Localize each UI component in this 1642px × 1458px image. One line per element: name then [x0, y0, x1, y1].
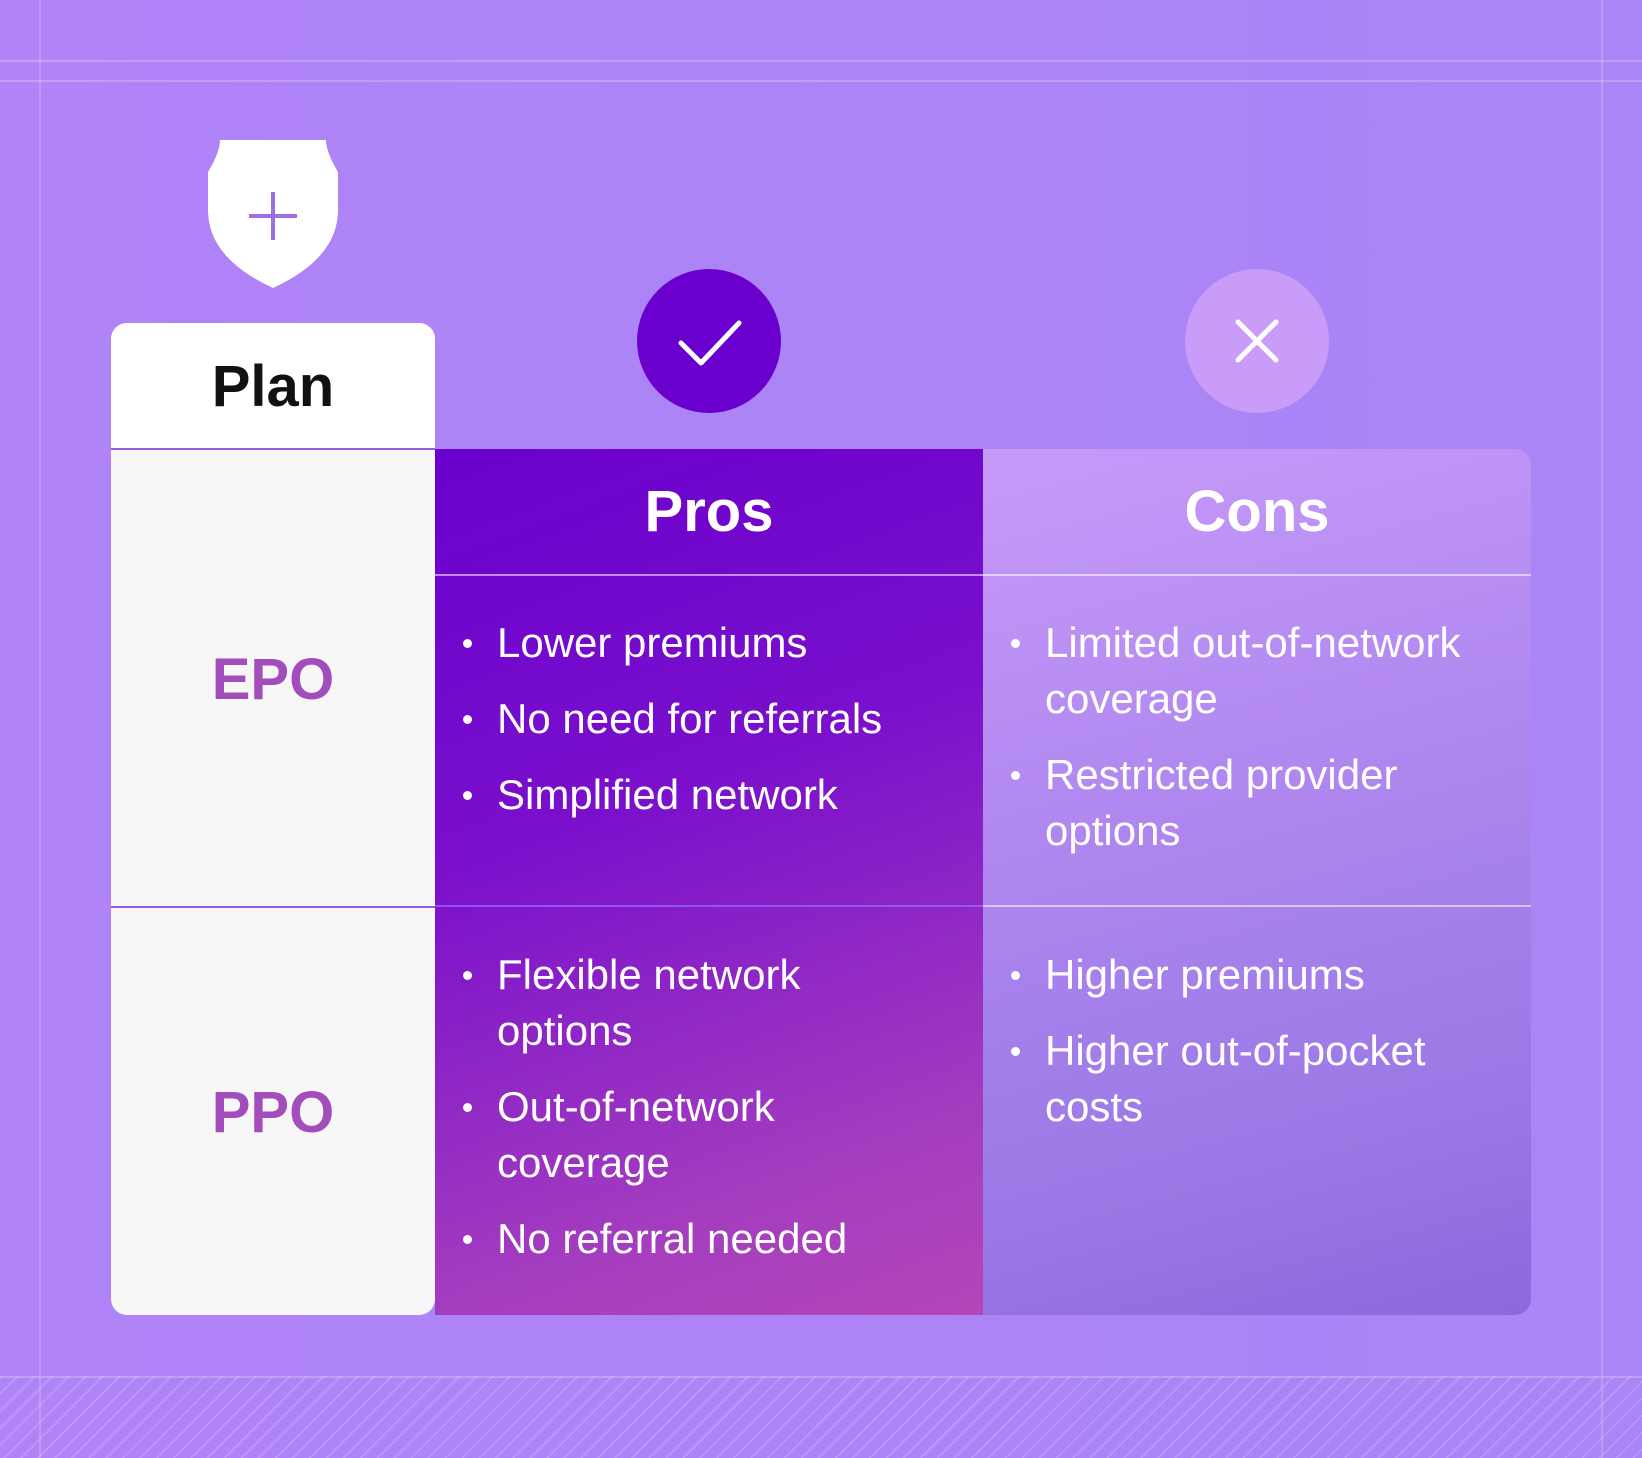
list-item: Lower premiums — [461, 615, 963, 671]
x-icon — [1185, 269, 1329, 413]
guide-line-right — [1601, 0, 1603, 1458]
pros-cell-epo: Lower premiums No need for referrals Sim… — [435, 615, 983, 843]
plan-label-epo: EPO — [211, 646, 335, 712]
guide-line-bottom — [0, 1376, 1642, 1378]
list-item: Restricted provider options — [1009, 747, 1445, 859]
pros-header-divider — [435, 574, 983, 576]
list-item: Flexible network options — [461, 947, 837, 1059]
pros-header: Pros — [644, 479, 774, 544]
cons-header-divider — [983, 574, 1531, 576]
plan-column: Plan EPO PPO — [111, 323, 435, 1315]
guide-line-top-2 — [0, 80, 1642, 82]
stripe-band — [0, 1376, 1642, 1458]
row-divider-header — [111, 448, 435, 450]
list-item: Higher out-of-pocket costs — [1009, 1023, 1475, 1135]
cons-header: Cons — [1184, 479, 1330, 544]
list-item: Out-of-network coverage — [461, 1079, 837, 1191]
guide-line-top — [0, 60, 1642, 62]
row-divider-epo — [111, 906, 435, 908]
cons-cell-epo: Limited out-of-network coverage Restrict… — [983, 615, 1531, 879]
check-icon — [637, 269, 781, 413]
shield-plus-icon — [208, 140, 338, 288]
cons-cell-ppo: Higher premiums Higher out-of-pocket cos… — [983, 947, 1531, 1155]
list-item: Simplified network — [461, 767, 963, 823]
cons-row-divider — [983, 905, 1531, 907]
list-item: No need for referrals — [461, 691, 963, 747]
pros-row-divider — [435, 905, 983, 907]
list-item: Limited out-of-network coverage — [1009, 615, 1511, 727]
plan-header: Plan — [111, 323, 435, 449]
cons-column: Cons Limited out-of-network coverage Res… — [983, 449, 1531, 1315]
pros-cell-ppo: Flexible network options Out-of-network … — [435, 947, 983, 1287]
pros-column: Pros Lower premiums No need for referral… — [435, 449, 983, 1315]
list-item: Higher premiums — [1009, 947, 1511, 1003]
guide-line-left — [39, 0, 41, 1458]
list-item: No referral needed — [461, 1211, 963, 1267]
plan-label-ppo: PPO — [211, 1079, 335, 1145]
